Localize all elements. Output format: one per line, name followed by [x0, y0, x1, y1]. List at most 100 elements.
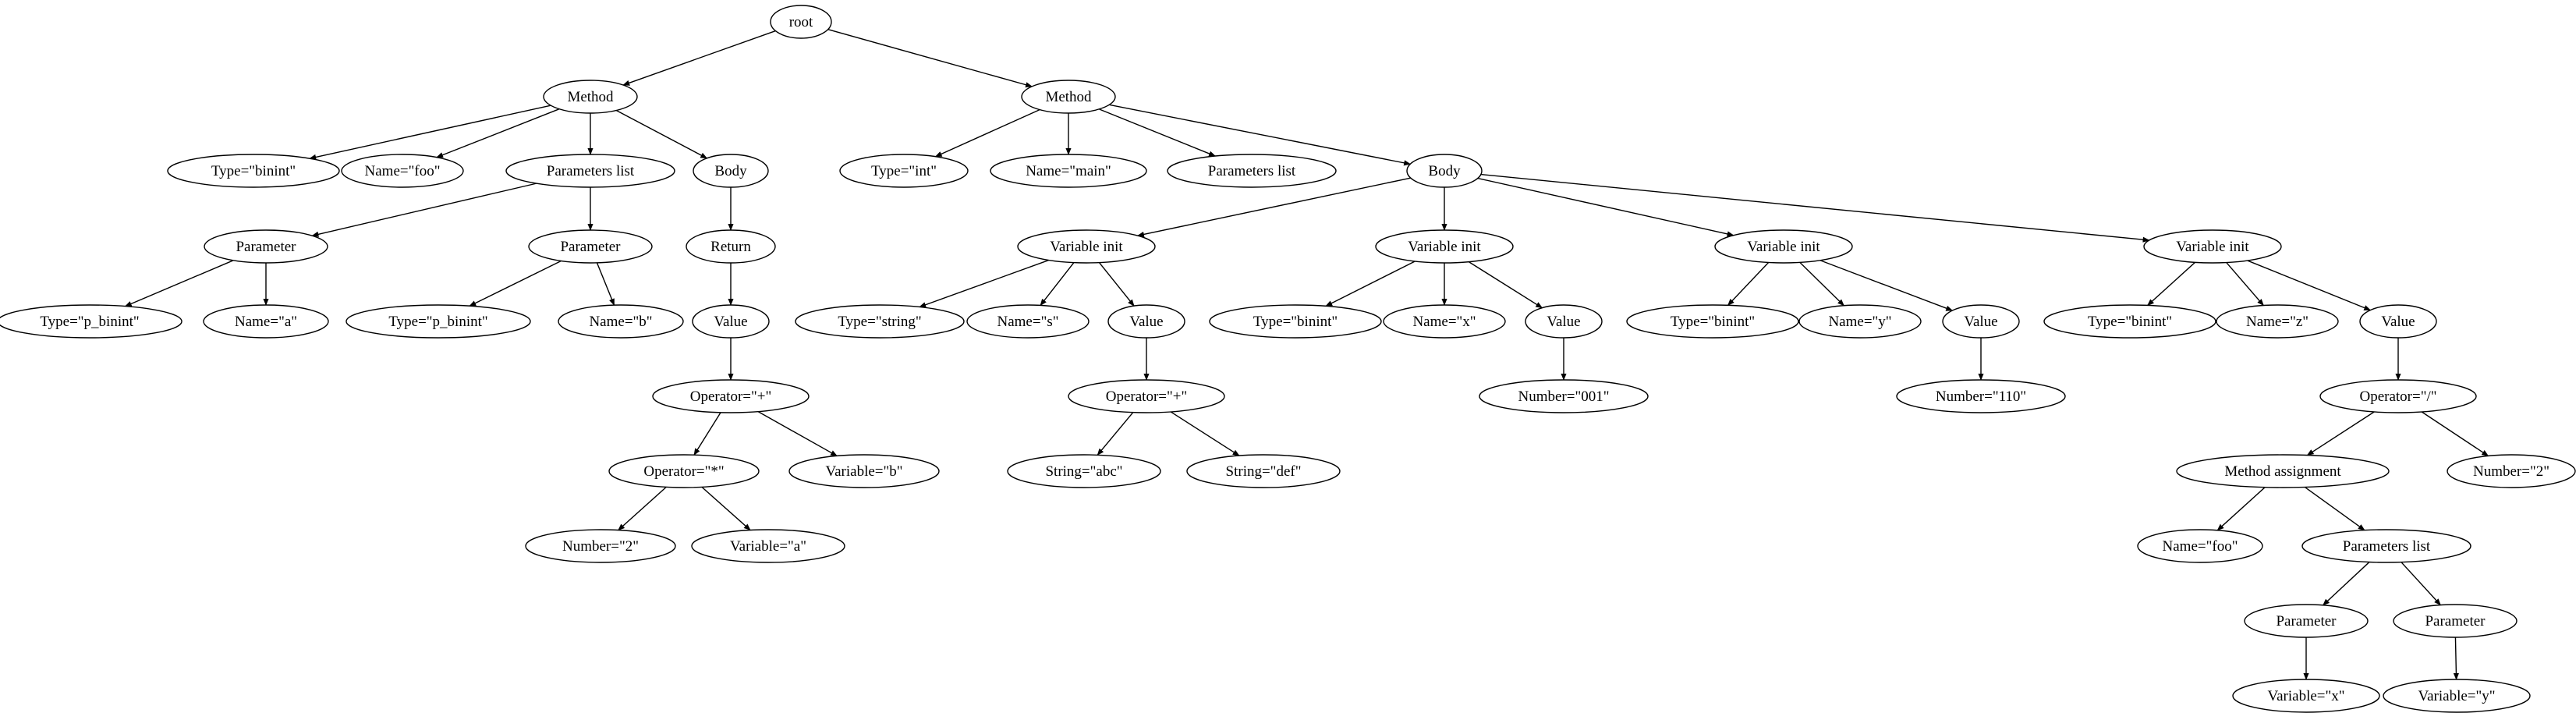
- node-vi1_s2: String="def": [1186, 454, 1341, 488]
- node-m1_p1_type: Type="p_binint": [0, 304, 182, 339]
- node-ellipse: [203, 304, 329, 339]
- node-ellipse: [2383, 679, 2531, 713]
- node-label: Method assignment: [2224, 463, 2341, 480]
- node-label: Variable="b": [825, 463, 902, 480]
- node-vi4_val: Value: [2359, 304, 2437, 339]
- node-m1_mul: Operator="*": [608, 454, 760, 488]
- edge-vi4_ma_plist-to-vi4_p2: [2401, 562, 2441, 606]
- node-label: Operator="+": [690, 388, 771, 405]
- edge-m2_body-to-vi3: [1477, 177, 1734, 237]
- node-label: Operator="*": [643, 463, 724, 480]
- edge-m2-to-m2_body: [1109, 104, 1412, 166]
- node-m1_vara: Variable="a": [691, 529, 845, 563]
- edge-root-to-m2: [827, 29, 1033, 88]
- node-label: Name="b": [589, 314, 652, 330]
- edge-vi3-to-vi3_type: [1727, 262, 1770, 306]
- edge-m1_plus-to-m1_mul: [693, 412, 721, 456]
- node-m1_p2: Parameter: [528, 229, 653, 264]
- node-label: Type="binint": [2088, 314, 2172, 330]
- node-vi4_ma_plist: Parameters list: [2301, 529, 2471, 563]
- node-vi3_name: Name="y": [1798, 304, 1922, 339]
- edge-m2-to-m2_type: [934, 108, 1040, 158]
- node-ellipse: [1798, 304, 1922, 339]
- node-ellipse: [204, 229, 328, 264]
- node-label: Value: [1547, 314, 1580, 330]
- node-m1_p1: Parameter: [204, 229, 328, 264]
- node-ellipse: [505, 154, 675, 188]
- node-ellipse: [558, 304, 684, 339]
- edge-m2_body-to-vi4: [1480, 173, 2150, 243]
- node-label: Value: [1964, 314, 1997, 330]
- node-label: Name="z": [2246, 314, 2308, 330]
- node-ellipse: [167, 154, 340, 188]
- node-label: Operator="/": [2359, 388, 2436, 405]
- node-label: Type="binint": [1671, 314, 1755, 330]
- node-vi3_num: Number="110": [1896, 379, 2066, 413]
- node-vi2: Variable init: [1375, 229, 1514, 264]
- node-ellipse: [2232, 679, 2380, 713]
- node-ellipse: [795, 304, 965, 339]
- node-m2_type: Type="int": [839, 154, 969, 188]
- node-label: Name="y": [1828, 314, 1891, 330]
- node-ellipse: [691, 529, 845, 563]
- tree-edges: [124, 29, 2489, 680]
- node-label: Type="p_binint": [388, 314, 487, 330]
- edge-vi4_ma-to-vi4_ma_name: [2216, 487, 2266, 531]
- node-ellipse: [770, 5, 832, 39]
- node-ellipse: [692, 304, 770, 339]
- node-ellipse: [1007, 454, 1161, 488]
- node-m1_plus: Operator="+": [652, 379, 810, 413]
- node-ellipse: [1406, 154, 1483, 188]
- node-vi1_type: Type="string": [795, 304, 965, 339]
- node-label: Body: [714, 163, 747, 179]
- node-label: Number="110": [1936, 388, 2026, 405]
- node-m1_p1_name: Name="a": [203, 304, 329, 339]
- node-vi4_name: Name="z": [2216, 304, 2339, 339]
- node-vi4_varx: Variable="x": [2232, 679, 2380, 713]
- node-label: Name="foo": [365, 163, 441, 179]
- node-ellipse: [608, 454, 760, 488]
- node-label: String="abc": [1045, 463, 1122, 480]
- edge-vi4_ma_plist-to-vi4_p1: [2323, 562, 2370, 606]
- node-label: Parameter: [236, 239, 296, 255]
- node-ellipse: [839, 154, 969, 188]
- node-ellipse: [693, 154, 769, 188]
- node-ellipse: [1017, 229, 1156, 264]
- node-ellipse: [525, 529, 676, 563]
- node-ellipse: [345, 304, 531, 339]
- node-label: Parameter: [2276, 613, 2337, 630]
- edge-vi1_plus-to-vi1_s2: [1170, 411, 1240, 456]
- edge-vi4_div-to-vi4_ma: [2306, 411, 2375, 456]
- node-ellipse: [528, 229, 653, 264]
- node-ellipse: [2393, 604, 2518, 638]
- node-label: Variable init: [1747, 239, 1820, 255]
- node-ellipse: [990, 154, 1147, 188]
- node-label: Parameters list: [547, 163, 635, 179]
- node-ellipse: [788, 454, 940, 488]
- node-ellipse: [1209, 304, 1382, 339]
- node-m2: Method: [1021, 80, 1116, 114]
- node-m1_body: Body: [693, 154, 769, 188]
- node-vi2_type: Type="binint": [1209, 304, 1382, 339]
- node-label: Value: [1129, 314, 1163, 330]
- node-vi4_type: Type="binint": [2043, 304, 2216, 339]
- edge-m1_p1-to-m1_p1_type: [124, 260, 234, 307]
- node-vi4_p1: Parameter: [2244, 604, 2369, 638]
- node-m1_val: Value: [692, 304, 770, 339]
- edge-vi2-to-vi2_type: [1325, 261, 1416, 307]
- edge-m2_body-to-vi1: [1136, 177, 1411, 237]
- node-vi1_s1: String="abc": [1007, 454, 1161, 488]
- node-ellipse: [2143, 229, 2282, 264]
- node-label: Value: [714, 314, 747, 330]
- edge-m1_plus-to-m1_varb: [757, 411, 838, 457]
- node-label: Variable init: [1050, 239, 1123, 255]
- node-ellipse: [1383, 304, 1506, 339]
- node-ellipse: [543, 80, 638, 114]
- node-ellipse: [2447, 454, 2576, 488]
- edge-m1_mul-to-m1_vara: [701, 486, 751, 531]
- node-label: Name="main": [1026, 163, 1111, 179]
- node-label: Number="001": [1518, 388, 1610, 405]
- node-label: Parameters list: [1208, 163, 1296, 179]
- node-vi2_name: Name="x": [1383, 304, 1506, 339]
